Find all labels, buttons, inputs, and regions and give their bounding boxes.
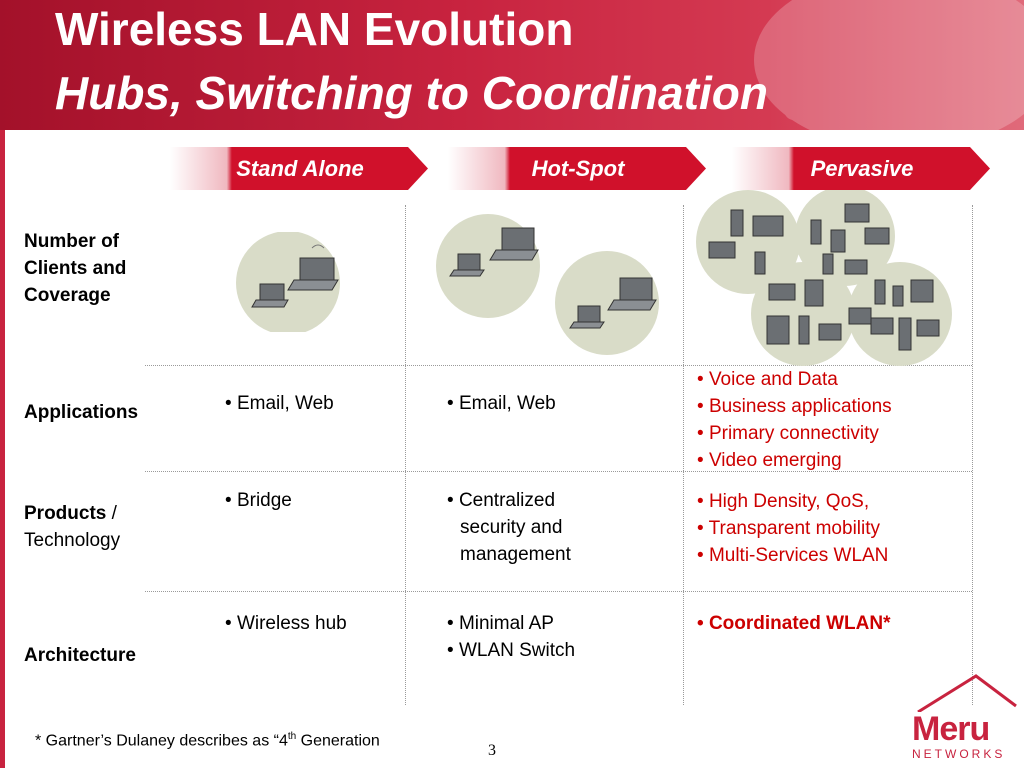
bullet-item: Coordinated WLAN* [697, 610, 891, 637]
tab-label: Stand Alone [236, 156, 364, 181]
tab-arrow-shape [170, 147, 428, 190]
row-label-clients-coverage: Number of Clients and Coverage [24, 231, 127, 306]
coverage-pervasive-illustration [696, 190, 952, 366]
device-icons [708, 203, 940, 351]
row-label-products-technology: Products / Technology [24, 500, 164, 554]
footnote-superscript: th [287, 731, 297, 742]
column-divider [405, 205, 406, 705]
title-banner: Wireless LAN Evolution Hubs, Switching t… [0, 0, 1024, 130]
bullet-item: WLAN Switch [447, 637, 575, 664]
laptop-icon [449, 253, 485, 277]
laptop-icon [569, 305, 605, 329]
footnote-text: * Gartner’s Dulaney describes as “4 [35, 732, 288, 750]
logo-wordmark: Meru [912, 710, 990, 748]
tab-label: Hot-Spot [531, 156, 625, 181]
column-divider [683, 205, 684, 705]
bullet-item: Centralized security and management [447, 487, 617, 568]
footnote-text-end: Generation [296, 732, 380, 750]
row-divider [145, 365, 972, 366]
bullet-item: Business applications [697, 393, 892, 420]
bullet-item: Primary connectivity [697, 420, 892, 447]
laptop-icon [489, 227, 539, 261]
bullet-item: Transparent mobility [697, 515, 888, 542]
cell-architecture-pervasive: Coordinated WLAN* [697, 610, 891, 637]
tab-hot-spot: Hot-Spot [448, 147, 706, 190]
tab-pervasive: Pervasive [732, 147, 990, 190]
cell-architecture-hotspot: Minimal AP WLAN Switch [447, 610, 575, 664]
row-label-products: Products [24, 503, 107, 524]
row-label-architecture: Architecture [24, 645, 136, 666]
cell-products-standalone: Bridge [225, 487, 292, 514]
left-accent-bar [0, 130, 5, 768]
slide-subtitle: Hubs, Switching to Coordination [55, 67, 768, 119]
coverage-hotspot-illustration [436, 214, 659, 355]
footnote: * Gartner’s Dulaney describes as “4th Ge… [35, 731, 380, 750]
banner-photo-decoration [754, 0, 1024, 130]
bullet-item: Email, Web [225, 390, 334, 417]
column-divider [972, 205, 973, 705]
bullet-item: High Density, QoS, [697, 488, 888, 515]
page-number: 3 [488, 742, 496, 759]
logo-subtitle: NETWORKS [912, 747, 1006, 761]
row-label-applications: Applications [24, 402, 139, 423]
coverage-standalone-illustration [236, 232, 340, 332]
tab-label: Pervasive [810, 156, 914, 181]
cell-architecture-standalone: Wireless hub [225, 610, 347, 637]
bullet-item: Video emerging [697, 447, 892, 474]
cell-products-hotspot: Centralized security and management [447, 487, 617, 568]
cell-applications-pervasive: Voice and Data Business applications Pri… [697, 366, 892, 474]
bullet-item: Email, Web [447, 390, 556, 417]
cell-applications-hotspot: Email, Web [447, 390, 556, 417]
meru-logo: Meru NETWORKS [900, 672, 1018, 764]
bullet-item: Multi-Services WLAN [697, 542, 888, 569]
bullet-item: Bridge [225, 487, 292, 514]
tab-stand-alone: Stand Alone [170, 147, 428, 190]
laptop-icon [251, 283, 289, 308]
tab-arrow-shape [448, 147, 706, 190]
row-label-technology: / Technology [24, 503, 121, 551]
slide-title: Wireless LAN Evolution [55, 3, 574, 55]
bullet-item: Voice and Data [697, 366, 892, 393]
row-divider [145, 591, 972, 592]
tab-arrow-shape [732, 147, 990, 190]
laptop-icon [287, 257, 339, 291]
cell-products-pervasive: High Density, QoS, Transparent mobility … [697, 488, 889, 569]
cell-applications-standalone: Email, Web [225, 390, 334, 417]
wifi-signal-icon [311, 244, 325, 249]
bullet-item: Wireless hub [225, 610, 347, 637]
roof-icon [917, 674, 1017, 712]
laptop-icon [607, 277, 657, 311]
bullet-item: Minimal AP [447, 610, 575, 637]
row-divider [145, 471, 972, 472]
